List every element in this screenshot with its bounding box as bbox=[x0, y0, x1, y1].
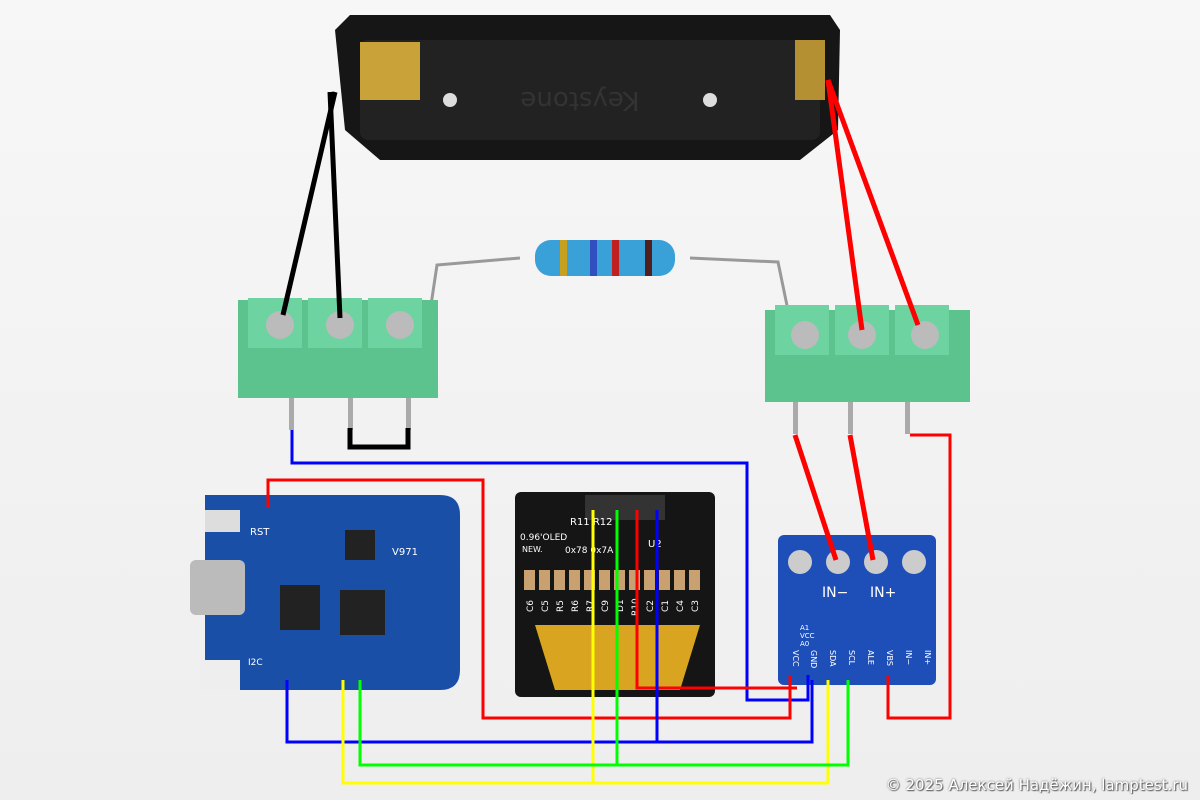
wire-red-in-minus bbox=[792, 434, 839, 561]
oled-label-d1: D1 bbox=[616, 599, 626, 612]
addr-vcc: VCC bbox=[800, 632, 815, 640]
in-minus-label: IN− bbox=[822, 585, 848, 601]
oled-label-c3: C3 bbox=[691, 600, 701, 612]
oled-label-c1: C1 bbox=[661, 600, 671, 612]
oled-label-r5: R5 bbox=[556, 600, 566, 612]
mcu-board: RST V971 I2C bbox=[190, 495, 460, 690]
pin-in-minus: IN− bbox=[904, 650, 913, 665]
oled-title: 0.96'OLED bbox=[520, 533, 567, 543]
pin-in-plus: IN+ bbox=[923, 650, 932, 665]
wire-red-in-plus bbox=[847, 434, 876, 561]
i2c-connector bbox=[200, 660, 240, 690]
oled-addresses: 0x78 0x7A bbox=[565, 546, 614, 556]
positive-contact bbox=[795, 40, 825, 100]
pin-ale: ALE bbox=[866, 650, 875, 665]
wire-blue-shunt bbox=[290, 430, 810, 702]
rst-label: RST bbox=[250, 527, 270, 538]
wire-green-scl bbox=[358, 680, 850, 767]
negative-contact bbox=[360, 42, 420, 100]
wires bbox=[266, 79, 952, 785]
oled-label-r7: R7 bbox=[586, 600, 596, 612]
resistor bbox=[423, 240, 792, 346]
wire-red-battery-1 bbox=[825, 79, 865, 331]
reset-button bbox=[205, 510, 240, 532]
pin-vcc: VCC bbox=[791, 650, 800, 667]
wire-red-battery-2 bbox=[825, 79, 921, 326]
wire-black-bridge bbox=[347, 428, 411, 450]
oled-module: 0.96'OLED NEW. R11 R12 0x78 0x7A U2 C6 C… bbox=[515, 492, 715, 697]
addr-a1: A1 bbox=[800, 624, 809, 632]
oled-label-c2: C2 bbox=[646, 600, 656, 612]
oled-label-r6: R6 bbox=[571, 600, 581, 612]
pin-vbs: VBS bbox=[885, 650, 894, 666]
oled-label-c9: C9 bbox=[601, 600, 611, 612]
oled-label-c4: C4 bbox=[676, 600, 686, 612]
pin-scl: SCL bbox=[847, 650, 856, 666]
oled-chip: U2 bbox=[648, 539, 662, 550]
battery-brand: Keystone bbox=[520, 85, 639, 115]
battery-holder: Keystone bbox=[335, 15, 840, 160]
wire-red-vbs bbox=[886, 433, 952, 720]
i2c-label: I2C bbox=[248, 658, 263, 668]
oled-resistors: R11 R12 bbox=[570, 517, 613, 528]
oled-subtitle: NEW. bbox=[522, 545, 543, 554]
pin-sda: SDA bbox=[828, 650, 837, 667]
wire-red-vcc bbox=[266, 478, 792, 720]
usb-c-port bbox=[190, 560, 245, 615]
oled-label-c6: C6 bbox=[526, 600, 536, 612]
terminal-block-left bbox=[238, 298, 438, 430]
wire-blue-gnd bbox=[285, 680, 814, 744]
addr-a0: A0 bbox=[800, 640, 809, 648]
terminal-block-right bbox=[765, 305, 970, 434]
in-plus-label: IN+ bbox=[870, 585, 896, 601]
wire-red-oled-vcc bbox=[635, 510, 797, 690]
copyright-watermark: © 2025 Алексей Надёжин, lamptest.ru bbox=[885, 776, 1188, 794]
wire-black-2 bbox=[327, 91, 343, 319]
chip-label: V971 bbox=[392, 547, 418, 558]
wire-black-1 bbox=[280, 91, 338, 316]
ina-module: IN− IN+ A1 VCC A0 VCC GND SDA SCL ALE VB… bbox=[778, 535, 936, 685]
pin-gnd: GND bbox=[809, 650, 818, 668]
wire-yellow-sda bbox=[341, 680, 830, 785]
oled-label-c5: C5 bbox=[541, 600, 551, 612]
